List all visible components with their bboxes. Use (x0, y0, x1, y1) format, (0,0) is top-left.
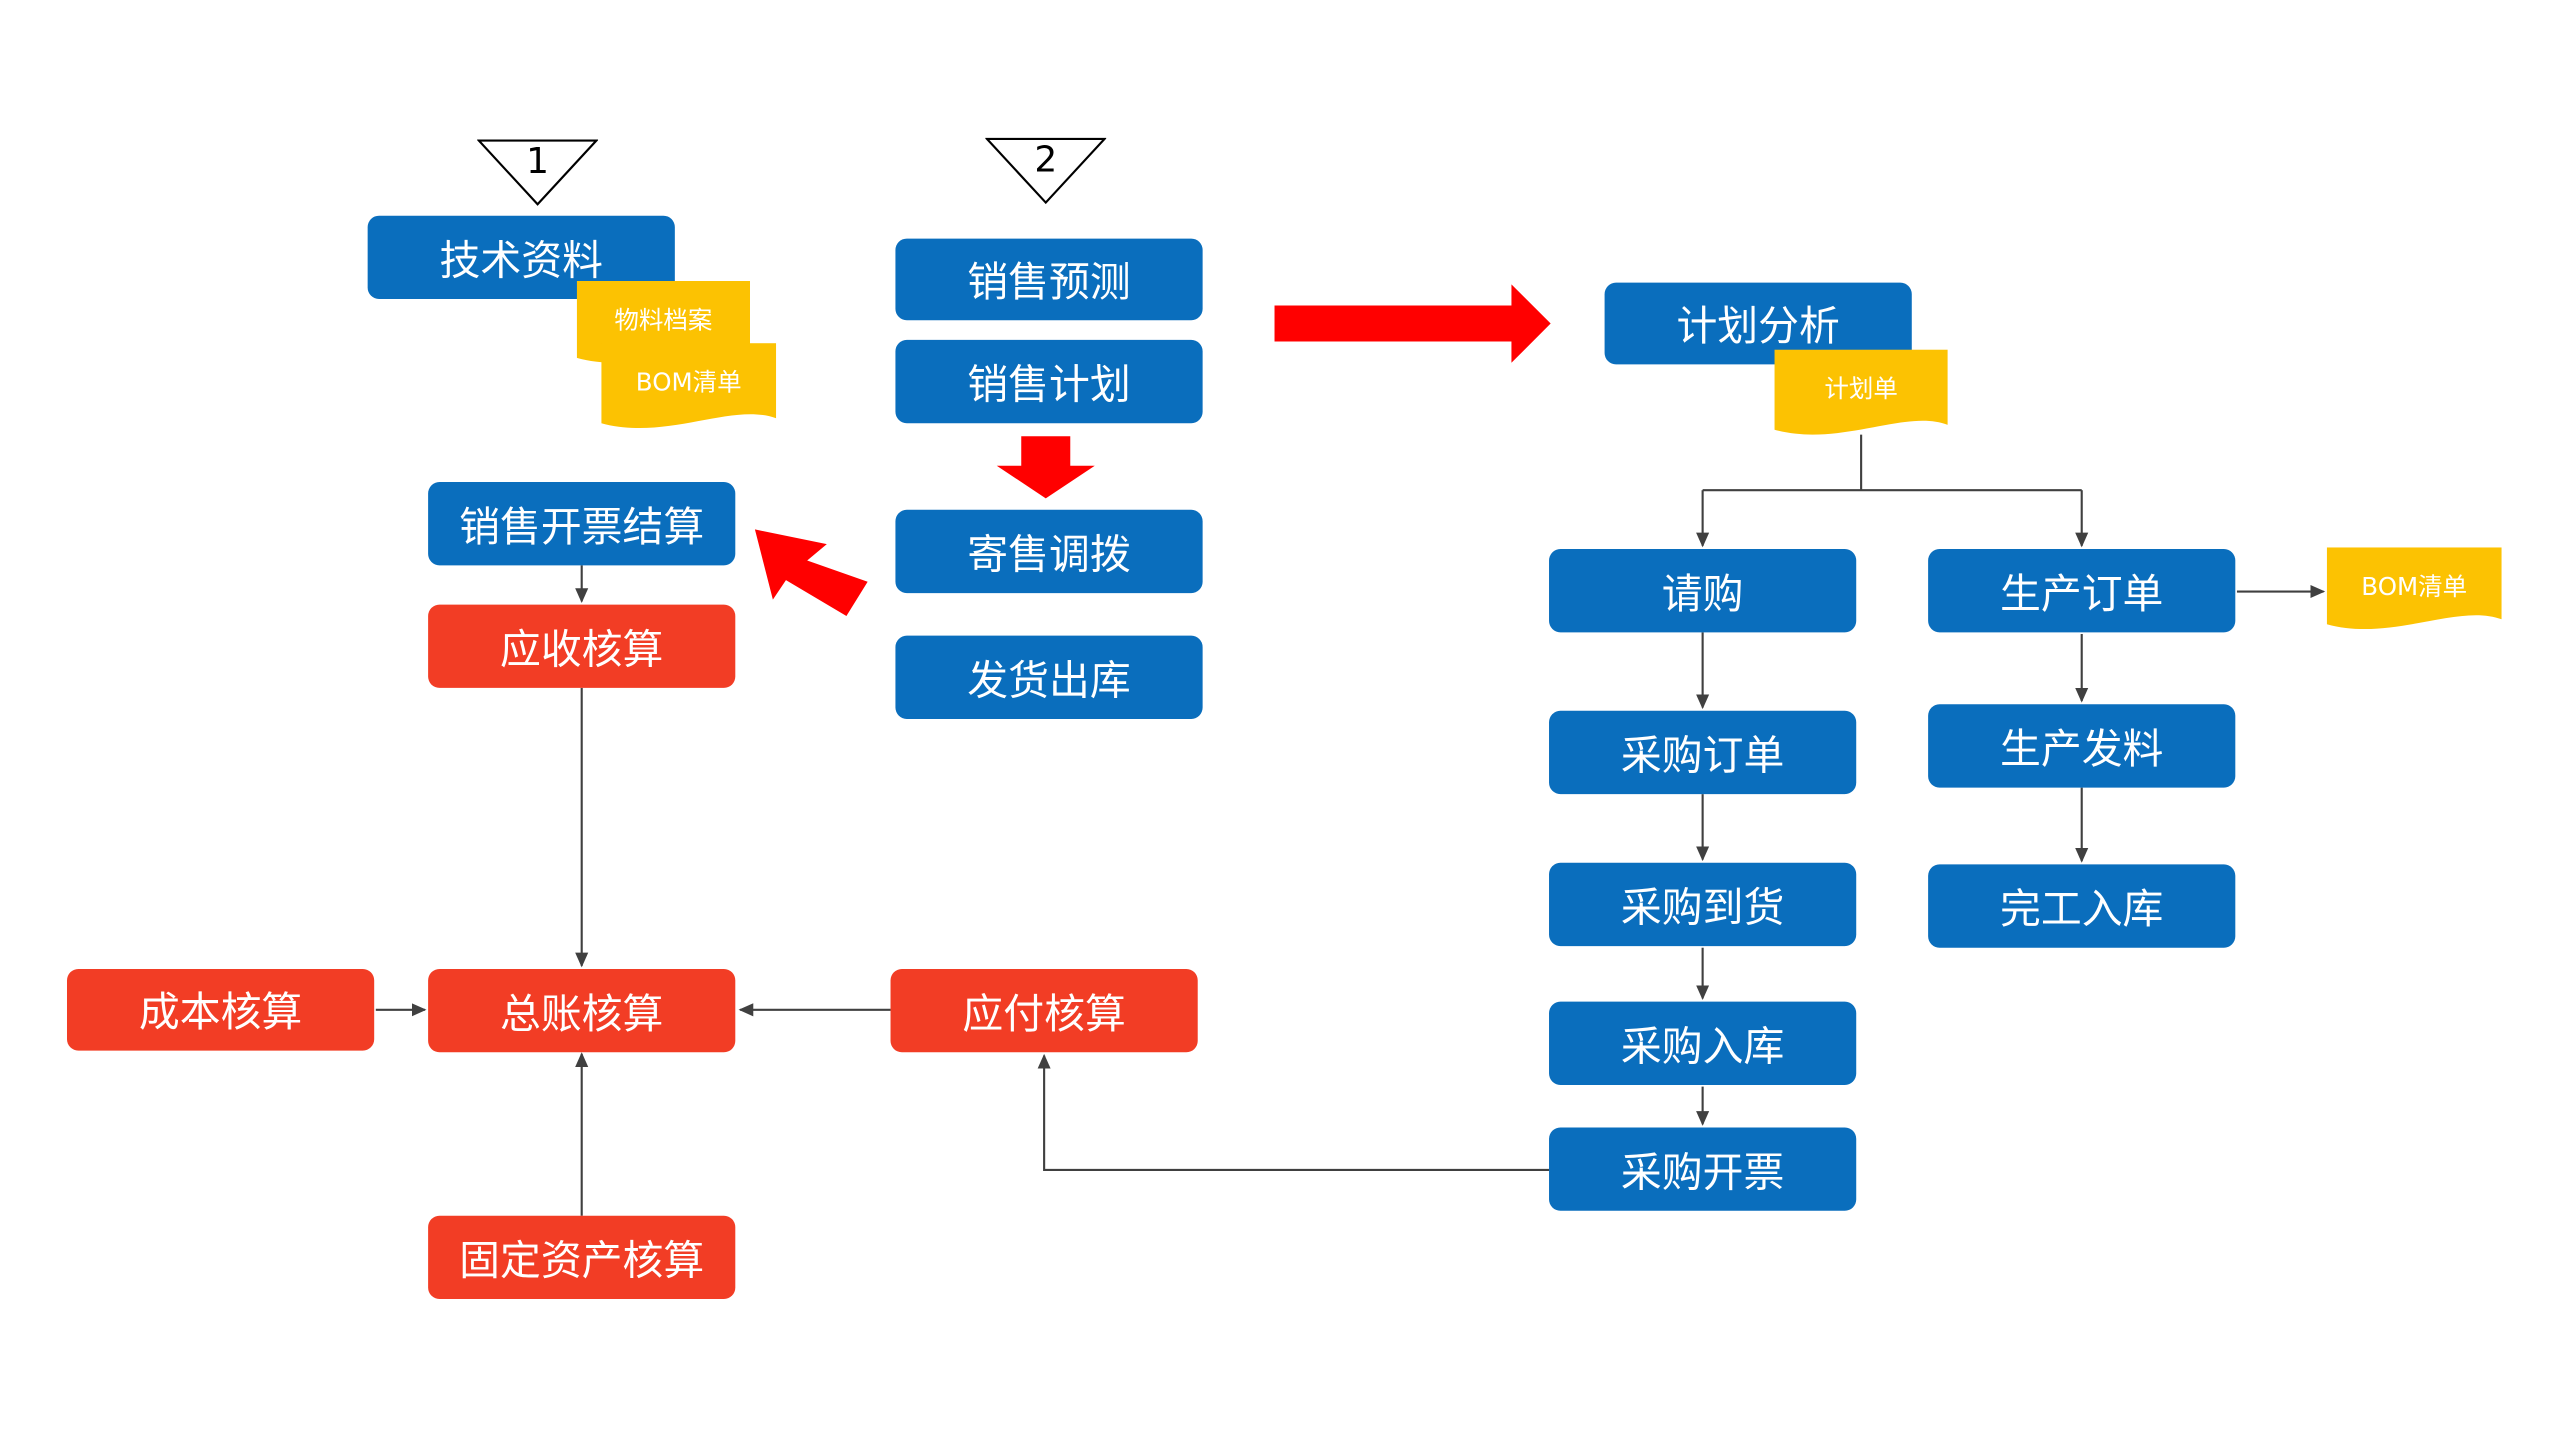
document-shape-icon (576, 281, 751, 363)
node-gl-accounting[interactable]: 总账核算 (428, 968, 736, 1053)
step-marker-2: 2 (985, 137, 1107, 206)
triangle-marker-icon (985, 137, 1107, 205)
doc-bom-list-left[interactable]: BOM清单 (601, 343, 777, 431)
node-ar-accounting[interactable]: 应收核算 (428, 604, 736, 688)
node-sales-forecast[interactable]: 销售预测 (895, 238, 1203, 321)
node-ap-accounting[interactable]: 应付核算 (890, 968, 1198, 1053)
doc-bom-list-right[interactable]: BOM清单 (2326, 547, 2502, 635)
node-completion-stock-in[interactable]: 完工入库 (1928, 864, 2236, 948)
node-plan-analysis[interactable]: 计划分析 (1604, 282, 1912, 365)
node-cost-accounting[interactable]: 成本核算 (66, 968, 375, 1051)
node-sales-invoice[interactable]: 销售开票结算 (428, 482, 736, 566)
node-fixed-asset-accounting[interactable]: 固定资产核算 (428, 1215, 736, 1300)
doc-bom-list-right-label: BOM清单 (2361, 571, 2468, 602)
node-sales-plan[interactable]: 销售计划 (895, 339, 1203, 424)
doc-plan-sheet-label: 计划单 (1824, 374, 1898, 404)
doc-bom-list-left-label: BOM清单 (635, 367, 742, 398)
big-arrow-up-left (754, 529, 868, 617)
node-purchase-request[interactable]: 请购 (1549, 549, 1857, 633)
doc-material-file-label: 物料档案 (614, 305, 713, 335)
node-ship-out[interactable]: 发货出库 (895, 635, 1203, 719)
document-shape-icon (2326, 547, 2502, 630)
node-purchase-order[interactable]: 采购订单 (1549, 710, 1857, 795)
doc-plan-sheet[interactable]: 计划单 (1774, 349, 1948, 438)
doc-material-file[interactable]: 物料档案 (576, 281, 751, 366)
step-marker-1: 1 (477, 139, 599, 208)
document-shape-icon (601, 343, 777, 429)
node-purchase-invoice[interactable]: 采购开票 (1549, 1127, 1857, 1211)
document-shape-icon (1774, 349, 1948, 435)
node-production-order[interactable]: 生产订单 (1928, 549, 2236, 633)
triangle-marker-icon (477, 139, 599, 206)
node-production-issue[interactable]: 生产发料 (1928, 704, 2236, 788)
big-arrow-down (996, 436, 1095, 499)
step-marker-1-label: 1 (526, 142, 550, 184)
node-consign-transfer[interactable]: 寄售调拨 (895, 509, 1203, 594)
connector-purchase-invoice-to-ap (1037, 1053, 1550, 1172)
step-marker-2-label: 2 (1034, 140, 1058, 182)
node-purchase-stock-in[interactable]: 采购入库 (1549, 1001, 1857, 1085)
node-purchase-arrival[interactable]: 采购到货 (1549, 862, 1857, 947)
big-arrow-right (1274, 284, 1551, 363)
